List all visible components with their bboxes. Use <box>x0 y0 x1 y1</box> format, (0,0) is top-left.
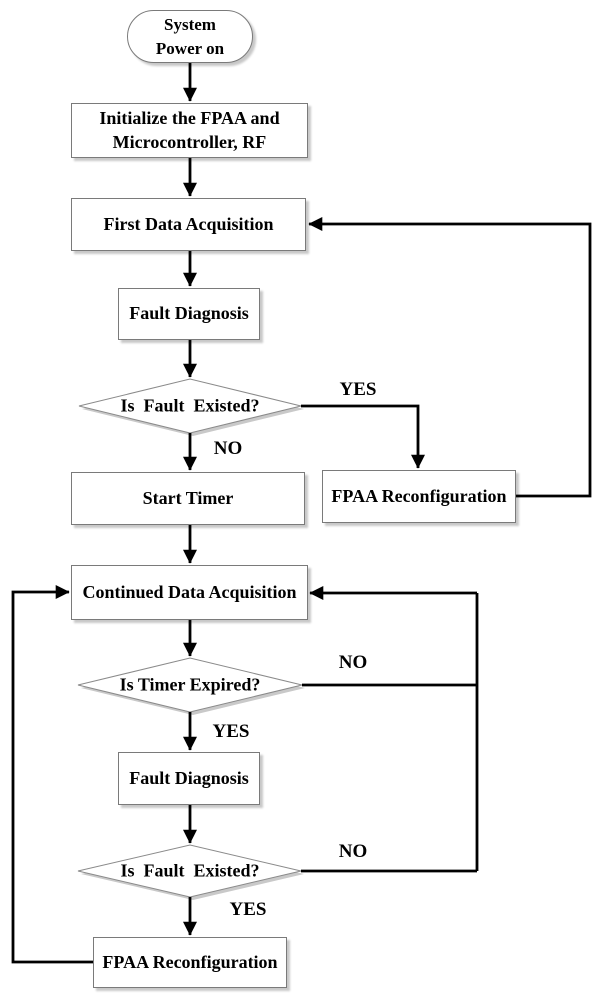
node-first-data-acquisition: First Data Acquisition <box>71 198 306 251</box>
edge-label-no-fault-1: NO <box>213 438 243 459</box>
node-system-power-on: System Power on <box>127 10 253 63</box>
node-fpaa-reconfiguration-2: FPAA Reconfiguration <box>93 937 287 988</box>
decision-label-is-fault-existed-2: Is Fault Existed? <box>120 860 260 881</box>
edge-decision-1-yes-to-fpaa-reconfig-1 <box>301 404 425 469</box>
decision-label-is-fault-existed-1: Is Fault Existed? <box>120 395 260 416</box>
node-start-timer: Start Timer <box>71 472 305 525</box>
edge-no-loop-right <box>301 593 479 873</box>
edge-label-yes-timer: YES <box>212 721 250 742</box>
decision-label-is-timer-expired: Is Timer Expired? <box>119 674 261 695</box>
edge-fpaa-reconfig-2-to-continued-acq <box>11 585 93 964</box>
node-initialize-fpaa: Initialize the FPAA and Microcontroller,… <box>71 103 308 158</box>
edge-label-yes-fault-1: YES <box>339 379 377 400</box>
node-fault-diagnosis-2: Fault Diagnosis <box>118 752 260 805</box>
node-continued-data-acquisition: Continued Data Acquisition <box>71 565 308 620</box>
edge-fpaa-reconfig-1-to-first-acq <box>308 217 592 498</box>
node-fault-diagnosis-1: Fault Diagnosis <box>118 288 260 340</box>
node-fpaa-reconfiguration-1: FPAA Reconfiguration <box>322 470 516 523</box>
edge-label-no-fault-2: NO <box>338 841 368 862</box>
edge-label-no-timer: NO <box>338 652 368 673</box>
edge-label-yes-fault-2: YES <box>229 899 267 920</box>
